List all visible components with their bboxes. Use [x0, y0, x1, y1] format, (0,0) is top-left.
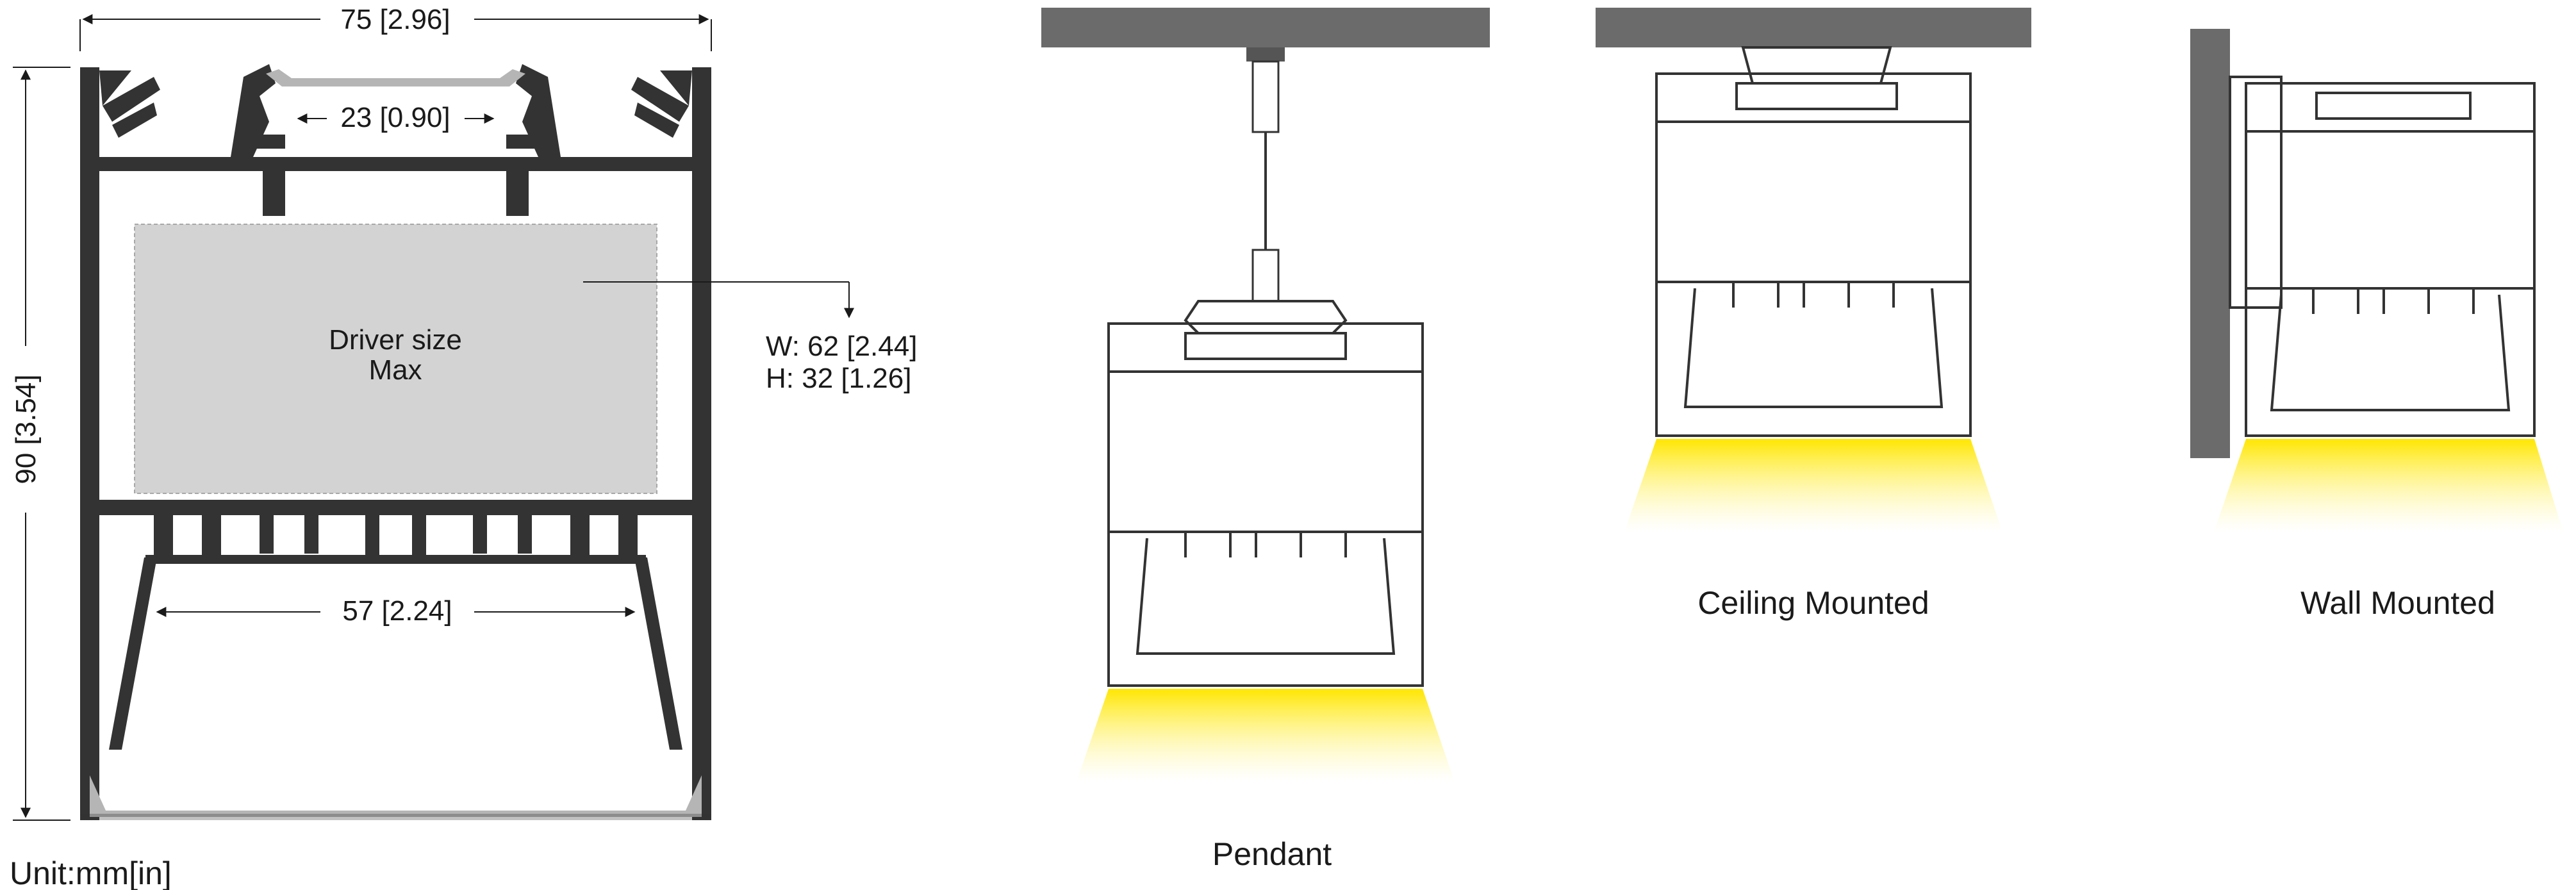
ceiling-surface	[1596, 8, 2031, 47]
reflector-wall-right	[634, 557, 682, 750]
pendant-profile	[1107, 322, 1424, 687]
pendant-fixture-gripper	[1251, 249, 1280, 302]
driver-height-spec: H: 32 [1.26]	[766, 363, 911, 394]
profile-fin-top-right-2	[631, 77, 689, 122]
bottom-screw-bosses	[145, 515, 646, 564]
top-screw-boss-right-cap	[506, 135, 551, 149]
profile-outer-wall-right	[692, 67, 711, 820]
profile-fin-top-left	[99, 70, 131, 106]
driver-label-line1: Driver size	[329, 324, 462, 356]
top-screw-boss-left-cap	[240, 135, 285, 149]
profile-bottom-edge	[80, 814, 711, 820]
dim-inner-top-label: 23 [0.90]	[340, 102, 450, 133]
wall-mounting-bracket	[2229, 76, 2283, 309]
pendant-ceiling-surface	[1041, 8, 1490, 47]
main-cross-section	[80, 64, 854, 820]
profile-fin-top-right	[660, 70, 692, 106]
top-diffuser	[266, 69, 525, 87]
wall-caption: Wall Mounted	[2300, 585, 2495, 621]
pendant-ceiling-gripper	[1251, 60, 1280, 133]
dim-height-label: 90 [3.54]	[10, 374, 42, 484]
pendant-mount	[1041, 8, 1490, 782]
profile-channel-hook-left	[231, 64, 276, 157]
profile-fin-top-left-3	[112, 103, 157, 138]
wall-surface	[2190, 29, 2230, 458]
dim-inner-bottom-label: 57 [2.24]	[342, 595, 452, 627]
driver-width-spec: W: 62 [2.44]	[766, 331, 917, 362]
profile-channel-hook-right	[516, 64, 561, 157]
top-screw-boss-right	[506, 171, 529, 216]
pendant-ceiling-canopy	[1246, 47, 1285, 62]
pendant-mounting-bracket	[1184, 300, 1348, 334]
ceiling-mounting-bracket	[1741, 46, 1892, 85]
ceiling-light-beam	[1624, 439, 2002, 532]
wall-mount	[2190, 29, 2563, 532]
profile-outer-wall-left	[80, 67, 99, 820]
profile-fin-top-right-3	[634, 103, 679, 138]
dim-width-label: 75 [2.96]	[340, 4, 450, 35]
wall-light-beam	[2214, 439, 2563, 532]
profile-middle-bar	[80, 500, 711, 515]
bottom-diffuser	[90, 775, 702, 817]
wall-profile	[2245, 82, 2536, 437]
ceiling-mount	[1596, 8, 2031, 532]
ceiling-profile	[1655, 72, 1972, 437]
profile-fin-top-left-2	[103, 77, 160, 122]
reflector-wall-left	[109, 557, 157, 750]
pendant-caption: Pendant	[1212, 836, 1332, 872]
driver-label-line2: Max	[368, 354, 422, 386]
top-screw-boss-left	[263, 171, 285, 216]
ceiling-caption: Ceiling Mounted	[1697, 585, 1929, 621]
profile-top-bar	[80, 157, 711, 171]
unit-label: Unit:mm[in]	[10, 855, 172, 890]
dimension-lines	[13, 14, 712, 821]
driver-box	[134, 224, 657, 494]
pendant-light-beam	[1077, 689, 1455, 782]
